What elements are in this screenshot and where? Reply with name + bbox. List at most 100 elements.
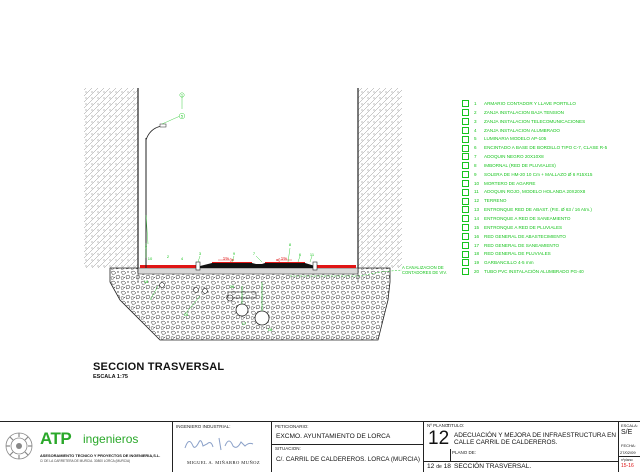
scale-label: ESCALA: [621, 423, 638, 428]
legend-text: TUBO PVC INSTALACIÓN ALUMBRADO PG-40 [484, 269, 584, 275]
engineer-cell: INGENIERO INDUSTRIAL: MIGUEL A. MIÑARRO … [172, 422, 272, 472]
legend-number: 14 [474, 215, 480, 221]
legend-text: ZANJA INSTALACION TELECOMUNICACIONES [484, 118, 586, 124]
legend-marker-icon [462, 126, 469, 134]
legend-marker-icon [462, 153, 469, 161]
cross-section-drawing: 1% 1% [84, 88, 403, 341]
legend-number: 2 [474, 109, 477, 115]
right-building-wall [357, 88, 402, 268]
legend-item: 11 ADOQUIN ROJO, MODELO HOLANDA 20X20X8 [462, 188, 634, 197]
svg-text:8: 8 [289, 242, 292, 247]
legend-marker-icon [462, 241, 469, 249]
legend-text: ADOQUIN ROJO, MODELO HOLANDA 20X20X8 [484, 189, 586, 195]
revision-value: 15-16 [621, 463, 634, 469]
callout-tags: 5 1 7 10 2 4 3 9 7 8 6 11 18 20 19 17 16 [144, 92, 315, 332]
legend-marker-icon [462, 215, 469, 223]
legend-marker-icon [462, 224, 469, 232]
legend-marker-icon [462, 144, 469, 152]
gear-seal-icon [5, 432, 33, 460]
plan-number: 12 [428, 428, 450, 449]
client-value: EXCMO. AYUNTAMIENTO DE LORCA [276, 433, 391, 440]
svg-text:17: 17 [242, 321, 247, 326]
client-cell: PETICIONARIO: EXCMO. AYUNTAMIENTO DE LOR… [271, 422, 424, 472]
legend-marker-icon [462, 109, 469, 117]
side-annotation-line-1: A CANALIZACION DE [402, 265, 444, 270]
svg-text:6: 6 [299, 252, 302, 257]
left-building-wall [84, 88, 139, 268]
legend-text: LUMINARIA MODELO AP-105 [484, 136, 547, 142]
legend-text: ADOQUIN NEGRO 20X10X8 [484, 154, 544, 160]
legend-number: 4 [474, 127, 477, 133]
engineer-name: MIGUEL A. MIÑARRO MUÑOZ [187, 460, 261, 465]
legend-text: RED GENERAL DE SANEAMIENTO [484, 242, 560, 248]
revision-label: nºplano: [621, 458, 634, 462]
pavement-base [137, 267, 359, 275]
date-label: FECHA: [621, 443, 636, 448]
plan-title: ADECUACIÓN Y MEJORA DE INFRAESTRUCTURA E… [454, 432, 617, 446]
legend-text: IMBORNAL (RED DE PLUVIALES) [484, 162, 556, 168]
legend-item: 4 ZANJA INSTALACION ALUMBRADO [462, 126, 634, 136]
company-full-name: ASESORAMIENTO TECNICO Y PROYECTOS DE ING… [40, 453, 161, 458]
sheet-counter: 12 de 18 [427, 463, 451, 470]
sheet-label: PLANO DE: [452, 450, 477, 455]
trench-dimensions [137, 268, 359, 282]
legend-marker-icon [462, 179, 469, 187]
legend-marker-icon [462, 232, 469, 240]
legend-number: 16 [474, 233, 480, 239]
slope-right-label: 1% [281, 256, 288, 261]
legend-number: 17 [474, 242, 480, 248]
scale-date-cell: ESCALA: S/E FECHA: 27/02/09 nºplano: 15-… [618, 422, 640, 472]
svg-text:5: 5 [181, 113, 184, 118]
company-address: C/ DE LA CARRETERA DE MURCIA. 30800 LORC… [40, 459, 131, 463]
title-block: ATP ingenieros ASESORAMIENTO TECNICO Y P… [0, 421, 640, 472]
legend-number: 12 [474, 198, 480, 204]
svg-text:2: 2 [167, 254, 170, 259]
legend-text: ZANJA INSTALACION ALUMBRADO [484, 127, 560, 133]
svg-text:11: 11 [310, 252, 315, 257]
svg-text:16: 16 [268, 327, 273, 332]
legend-marker-icon [462, 171, 469, 179]
slope-left-label: 1% [223, 256, 230, 261]
svg-text:18: 18 [144, 279, 149, 284]
legend-item: 7 ADOQUIN NEGRO 20X10X8 [462, 153, 634, 162]
legend-marker-icon [462, 259, 469, 267]
legend-number: 1 [474, 101, 477, 106]
title-label: TITULO: [447, 423, 465, 428]
legend-number: 18 [474, 251, 480, 257]
svg-text:20: 20 [230, 284, 235, 289]
legend-marker-icon [462, 206, 469, 214]
legend-number: 7 [474, 154, 477, 160]
legend-marker-icon [462, 117, 469, 125]
svg-text:4: 4 [181, 256, 184, 261]
sheet-total: 18 [443, 463, 451, 470]
company-name: ingenieros [83, 432, 139, 446]
legend-number: 3 [474, 118, 477, 124]
legend-marker-icon [462, 197, 469, 205]
svg-text:19: 19 [184, 312, 189, 317]
scale-value: S/E [621, 429, 633, 436]
svg-text:7: 7 [253, 251, 256, 256]
legend-marker-icon [462, 162, 469, 170]
engineer-label: INGENIERO INDUSTRIAL: [176, 424, 231, 429]
company-logo-cell: ATP ingenieros ASESORAMIENTO TECNICO Y P… [0, 422, 172, 472]
legend-marker-icon [462, 100, 469, 108]
sheet-of: de [436, 464, 442, 470]
svg-text:1: 1 [181, 92, 184, 97]
legend-number: 11 [474, 189, 479, 195]
legend-text: GARBANCILLO 4-5 mm [484, 260, 534, 266]
legend-text: ENTRONQUE A RED DE PLUVIALES [484, 224, 563, 230]
leader-callouts [145, 97, 313, 315]
legend-marker-icon [462, 188, 469, 196]
client-label: PETICIONARIO: [275, 424, 309, 429]
legend-text: RED GENERAL DE PLUVIALES [484, 251, 551, 257]
